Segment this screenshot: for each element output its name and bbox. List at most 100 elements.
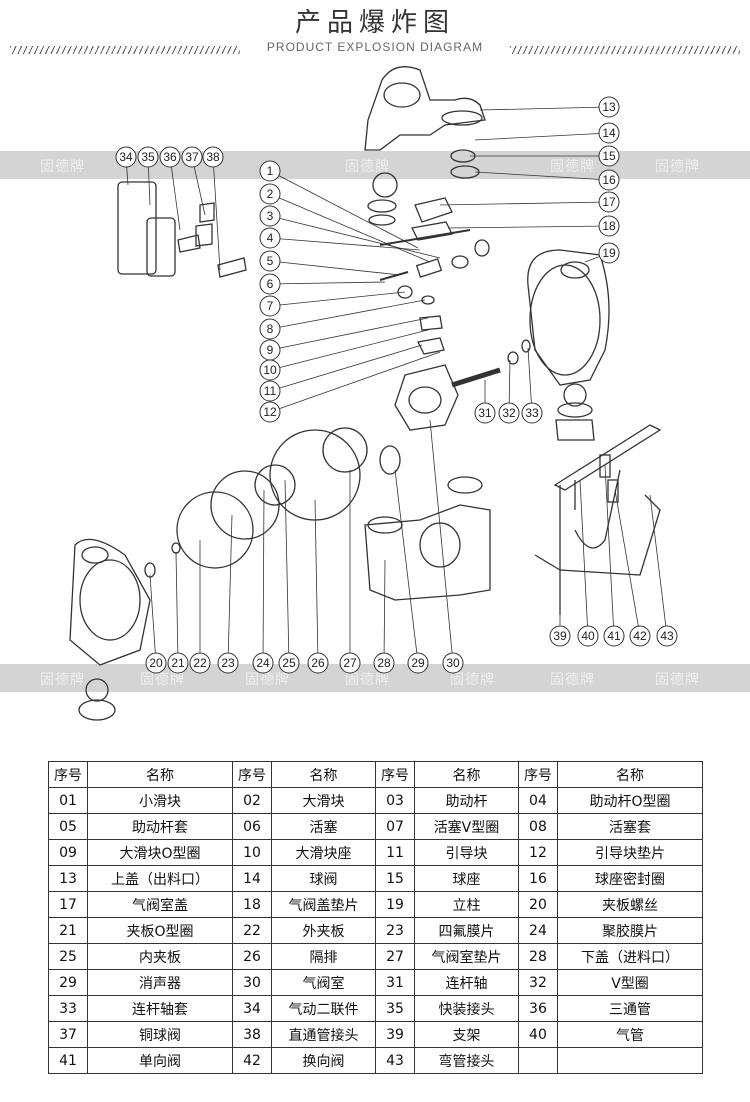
callout-label: 9: [267, 343, 274, 357]
part-name-cell: 单向阀: [87, 1047, 233, 1074]
callout-circle: [598, 169, 620, 191]
callout-circle: [167, 652, 189, 674]
seat-seal-right: [450, 165, 480, 179]
leader-line: [149, 574, 157, 664]
part-number-cell: 35: [374, 995, 415, 1022]
clamp-o-ring: [171, 542, 181, 554]
part-number-cell: 01: [48, 787, 88, 814]
callout-label: 3: [267, 209, 274, 223]
callout-circle: [373, 652, 395, 674]
callout-circle: [259, 273, 281, 295]
quick-connector: [177, 234, 201, 253]
callout-label: 22: [193, 656, 207, 670]
leader-line: [262, 489, 265, 664]
header-cell: 名称: [271, 761, 376, 788]
leader-line: [447, 225, 610, 229]
leader-line: [649, 494, 668, 637]
bracket: [553, 424, 662, 491]
part-number-cell: 39: [374, 1021, 415, 1048]
callout-label: 17: [602, 195, 616, 209]
callout-circle: [259, 205, 281, 227]
right-chamber-port: [560, 261, 590, 279]
callout-label: 28: [377, 656, 391, 670]
header-cell: 序号: [517, 761, 558, 788]
callout-circle: [202, 146, 224, 168]
callout-circle: [259, 183, 281, 205]
elbow-connector: [534, 494, 661, 576]
callout-circle: [259, 160, 281, 182]
part-number-cell: 27: [374, 943, 415, 970]
ball-valve-left: [85, 678, 109, 702]
outer-clamp-plate: [176, 491, 254, 569]
watermark: 固德牌: [345, 159, 390, 175]
callout-label: 30: [446, 656, 460, 670]
part-number-cell: 34: [232, 995, 272, 1022]
part-name-cell: 立柱: [413, 891, 519, 918]
leader-line: [269, 329, 429, 371]
leader-line: [269, 281, 386, 285]
callout-label: 36: [163, 150, 177, 164]
o-ring: [421, 295, 435, 305]
callout-circle: [189, 652, 211, 674]
part-number-cell: 25: [48, 943, 88, 970]
part-number-cell: 07: [374, 813, 415, 840]
callout-label: 40: [581, 629, 595, 643]
seat-seal-right-lower: [555, 419, 595, 441]
part-name-cell: 直通管接头: [271, 1021, 376, 1048]
part-name-cell: 小滑块: [87, 787, 233, 814]
part-number-cell: 15: [374, 865, 415, 892]
callout-circle: [577, 625, 599, 647]
part-name-cell: 下盖（进料口）: [556, 943, 704, 970]
callout-label: 32: [502, 406, 516, 420]
callout-label: 23: [221, 656, 235, 670]
part-number-cell: 43: [374, 1047, 415, 1074]
part-name-cell: 夹板O型圈: [87, 917, 233, 944]
part-number-cell: 21: [48, 917, 88, 944]
callout-circle: [259, 318, 281, 340]
header-cell: 序号: [232, 761, 272, 788]
part-number-cell: 26: [232, 943, 272, 970]
callout-label: 7: [267, 299, 274, 313]
parts-table-header: 序号 名称 序号 名称 序号 名称 序号 名称: [48, 761, 704, 788]
part-number-cell: 04: [517, 787, 558, 814]
callout-label: 37: [185, 150, 199, 164]
callout-circle: [159, 146, 181, 168]
callout-circle: [259, 295, 281, 317]
part-number-cell: 22: [232, 917, 272, 944]
callout-circle: [474, 402, 496, 424]
callout-circle: [145, 652, 167, 674]
callout-label: 18: [602, 219, 616, 233]
piston: [451, 255, 469, 269]
leader-line: [527, 347, 533, 414]
part-name-cell: 助动杆: [413, 787, 519, 814]
watermark: 固德牌: [550, 159, 595, 175]
part-number-cell: 02: [232, 787, 272, 814]
part-name-cell: 内夹板: [87, 943, 233, 970]
ball-valve-top: [372, 172, 398, 198]
part-name-cell: 引导块: [413, 839, 519, 866]
callout-circle: [259, 401, 281, 423]
part-name-cell: 气阀室: [271, 969, 376, 996]
callout-label: 25: [282, 656, 296, 670]
subtitle-row: PRODUCT EXPLOSION DIAGRAM: [0, 40, 750, 58]
callout-label: 20: [149, 656, 163, 670]
part-number-cell: 13: [48, 865, 88, 892]
pilot-rod: [379, 229, 471, 246]
right-chamber: [527, 249, 610, 386]
part-name-cell: 弯管接头: [413, 1047, 519, 1074]
part-name-cell: 气阀盖垫片: [271, 891, 376, 918]
part-number-cell: 20: [517, 891, 558, 918]
callout-label: 1: [267, 164, 274, 178]
callout-circle: [521, 402, 543, 424]
watermark: 固德牌: [245, 672, 290, 688]
part-name-cell: 支架: [413, 1021, 519, 1048]
callout-circle: [259, 227, 281, 249]
callout-label: 33: [525, 406, 539, 420]
part-name-cell: 外夹板: [271, 917, 376, 944]
